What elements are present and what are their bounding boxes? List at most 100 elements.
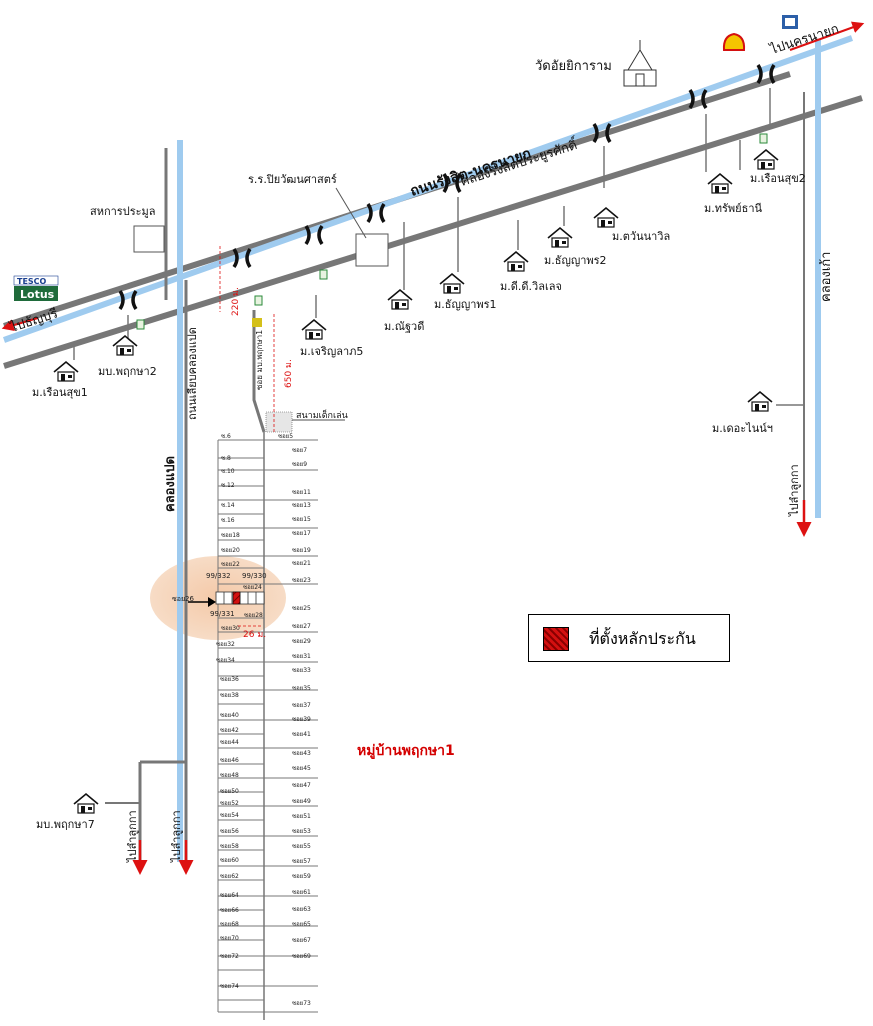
svg-text:99/330: 99/330 — [242, 572, 267, 580]
to-lam-luk-ka-3: ไปลำลูกกา — [788, 464, 801, 517]
distance-26m: 26 ม. — [243, 630, 266, 640]
svg-text:Lotus: Lotus — [20, 288, 55, 301]
svg-text:ซอย56: ซอย56 — [220, 828, 239, 835]
canal-rangsit — [2, 35, 854, 343]
svg-text:ซอย31: ซอย31 — [292, 653, 311, 660]
highway-lower — [3, 95, 863, 369]
svg-text:ซอย68: ซอย68 — [220, 921, 239, 928]
svg-text:ซอย57: ซอย57 — [292, 858, 311, 865]
svg-text:ซอย27: ซอย27 — [292, 623, 311, 630]
svg-text:99/332: 99/332 — [206, 572, 231, 580]
svg-text:ม.ธัญญาพร2: ม.ธัญญาพร2 — [544, 254, 607, 267]
road-soi-entry — [252, 310, 266, 433]
khlong-paet-label: คลองแปด — [163, 456, 178, 512]
legend-label: ที่ตั้งหลักประกัน — [589, 629, 696, 648]
svg-text:ม.ณัฐวดี: ม.ณัฐวดี — [384, 320, 424, 333]
plot-labels: 99/332 99/330 ซอย24 ซอย26 99/331 ซอย28 — [172, 572, 267, 619]
svg-text:ซอย25: ซอย25 — [292, 605, 311, 612]
svg-text:ซอย73: ซอย73 — [292, 1000, 311, 1007]
village-connectors — [73, 88, 804, 406]
svg-text:ซอย60: ซอย60 — [220, 857, 239, 864]
svg-text:ซ.14: ซ.14 — [221, 502, 235, 509]
svg-text:ซอย69: ซอย69 — [292, 953, 311, 960]
svg-text:ซอย62: ซอย62 — [220, 873, 239, 880]
svg-text:ซ.10: ซ.10 — [221, 468, 235, 475]
svg-text:ซอย64: ซอย64 — [220, 892, 239, 899]
shell-logo — [722, 32, 746, 51]
soi-lines — [217, 439, 318, 1013]
legend-swatch — [543, 627, 569, 651]
svg-text:ซอย32: ซอย32 — [216, 641, 235, 648]
svg-text:ซอย33: ซอย33 — [292, 667, 311, 674]
svg-text:ซอย26: ซอย26 — [172, 595, 195, 603]
khlong-kao-label: คลองเก้า — [819, 252, 834, 302]
svg-text:ม.เจริญลาภ5: ม.เจริญลาภ5 — [300, 345, 363, 358]
svg-text:ซอย34: ซอย34 — [216, 657, 235, 664]
svg-text:ซอย28: ซอย28 — [244, 612, 263, 619]
svg-text:ม.เรือนสุข1: ม.เรือนสุข1 — [32, 386, 88, 399]
svg-text:ซอย29: ซอย29 — [292, 638, 311, 645]
svg-text:ซอย58: ซอย58 — [220, 843, 239, 850]
svg-text:ซอย54: ซอย54 — [220, 812, 239, 819]
svg-text:ซอย21: ซอย21 — [292, 560, 311, 567]
school-label: ร.ร.ปิยวัฒนศาสตร์ — [248, 173, 337, 186]
temple-label: วัดอัยยิการาม — [535, 59, 612, 74]
svg-text:ซอย40: ซอย40 — [220, 712, 239, 719]
village-title: หมู่บ้านพฤกษา1 — [357, 743, 455, 759]
svg-text:ซอย74: ซอย74 — [220, 983, 239, 990]
legend: ที่ตั้งหลักประกัน — [528, 614, 730, 662]
svg-text:ซอย30: ซอย30 — [221, 625, 240, 632]
svg-text:ซอย19: ซอย19 — [292, 547, 311, 554]
svg-text:ม.ทรัพย์ธานี: ม.ทรัพย์ธานี — [704, 202, 762, 215]
svg-text:ซอย11: ซอย11 — [292, 489, 311, 496]
svg-text:ซอย53: ซอย53 — [292, 828, 311, 835]
svg-text:ซอย42: ซอย42 — [220, 727, 239, 734]
school-building — [355, 233, 389, 267]
svg-text:ซ.8: ซ.8 — [221, 455, 231, 462]
tesco-lotus-logo: TESCO Lotus — [13, 275, 59, 301]
svg-text:ซอย67: ซอย67 — [292, 937, 311, 944]
collateral-plot — [232, 591, 241, 605]
svg-text:ซอย22: ซอย22 — [221, 561, 240, 568]
svg-text:ซอย15: ซอย15 — [292, 516, 311, 523]
svg-text:ซอย5: ซอย5 — [278, 433, 293, 440]
svg-text:ซอย51: ซอย51 — [292, 813, 311, 820]
svg-text:ซอย70: ซอย70 — [220, 935, 239, 942]
svg-text:ซอย36: ซอย36 — [220, 676, 239, 683]
svg-text:ซอย20: ซอย20 — [221, 547, 240, 554]
svg-text:ซอย45: ซอย45 — [292, 765, 311, 772]
fuel-station-logo — [782, 15, 798, 29]
playground — [265, 411, 293, 433]
svg-text:ซอย66: ซอย66 — [220, 907, 239, 914]
svg-text:ซอย39: ซอย39 — [292, 716, 311, 723]
svg-text:ซอย52: ซอย52 — [220, 800, 239, 807]
svg-text:ซอย9: ซอย9 — [292, 461, 307, 468]
svg-text:ซอย18: ซอย18 — [221, 532, 240, 539]
cooperative-label: สหการประมูล — [90, 205, 156, 218]
svg-text:ม.ดี.ดี.วิลเลจ: ม.ดี.ดี.วิลเลจ — [500, 280, 562, 293]
svg-text:มบ.พฤกษา2: มบ.พฤกษา2 — [98, 365, 157, 378]
village-labels: ม.เรือนสุข1 มบ.พฤกษา2 ม.เจริญลาภ5 ม.ณัฐว… — [32, 172, 806, 831]
svg-text:ซอย43: ซอย43 — [292, 750, 311, 757]
to-lam-luk-ka-2: ไปลำลูกกา — [126, 810, 139, 863]
svg-text:ซอย72: ซอย72 — [220, 953, 239, 960]
svg-text:มบ.พฤกษา7: มบ.พฤกษา7 — [36, 818, 95, 831]
to-lam-luk-ka-1: ไปลำลูกกา — [170, 810, 183, 863]
svg-text:ม.ธัญญาพร1: ม.ธัญญาพร1 — [434, 298, 497, 311]
svg-text:ซอย50: ซอย50 — [220, 788, 239, 795]
distance-650m: 650 ม. — [284, 359, 294, 388]
playground-label: สนามเด็กเล่น — [296, 408, 348, 421]
svg-text:ซ.6: ซ.6 — [221, 433, 231, 440]
svg-text:ซอย59: ซอย59 — [292, 873, 311, 880]
soi-labels-left: ซ.6 ซ.8 ซ.10 ซ.12 ซ.14 ซ.16 ซอย18 ซอย20 … — [216, 433, 240, 990]
khlong-paet-road-label: ถนนเลียบคลองแปด — [186, 327, 199, 420]
svg-text:ซอย46: ซอย46 — [220, 757, 239, 764]
soi-labels-right: ซอย5 ซอย7 ซอย9 ซอย11 ซอย13 ซอย15 ซอย17 ซ… — [278, 433, 311, 1007]
svg-text:ซอย65: ซอย65 — [292, 921, 311, 928]
svg-text:ซอย38: ซอย38 — [220, 692, 239, 699]
svg-text:99/331: 99/331 — [210, 610, 235, 618]
svg-text:ซอย13: ซอย13 — [292, 502, 311, 509]
svg-text:ซอย17: ซอย17 — [292, 530, 311, 537]
seven-eleven-icons — [136, 133, 768, 330]
